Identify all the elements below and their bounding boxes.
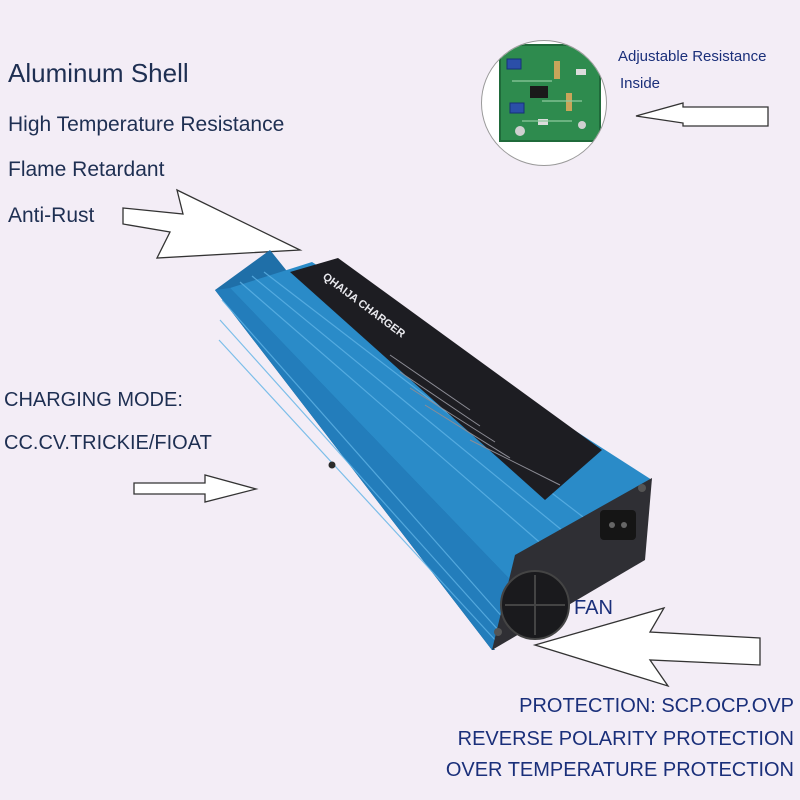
feature-flame-retardant: Flame Retardant xyxy=(8,158,165,181)
arrow-to-fan-icon xyxy=(532,606,761,688)
pcb-board-image xyxy=(499,44,601,142)
protection-line-1: PROTECTION: SCP.OCP.OVP xyxy=(519,695,794,717)
power-connector xyxy=(600,510,636,540)
adjustable-resistance-label-inside: Inside xyxy=(620,75,661,92)
arrow-to-inset-icon xyxy=(635,102,769,127)
charging-mode-values: CC.CV.TRICKIE/FIOAT xyxy=(4,432,212,454)
feature-anti-rust: Anti-Rust xyxy=(8,204,95,227)
feature-aluminum-shell: Aluminum Shell xyxy=(8,58,189,88)
feature-heat-resistance: High Temperature Resistance xyxy=(8,113,285,136)
adjustable-resistance-label: Adjustable Resistance xyxy=(618,48,767,65)
protection-line-3: OVER TEMPERATURE PROTECTION xyxy=(445,759,794,781)
side-screw xyxy=(328,461,336,469)
charging-mode-label: CHARGING MODE: xyxy=(4,389,183,411)
arrow-to-shell-icon xyxy=(122,188,303,259)
charger-device: QHAIJA CHARGER xyxy=(215,250,652,650)
protection-line-2: REVERSE POLARITY PROTECTION xyxy=(457,728,794,750)
arrow-to-side-icon xyxy=(133,474,259,503)
pcb-inset-photo xyxy=(481,40,607,166)
fan-label: FAN xyxy=(574,597,613,619)
